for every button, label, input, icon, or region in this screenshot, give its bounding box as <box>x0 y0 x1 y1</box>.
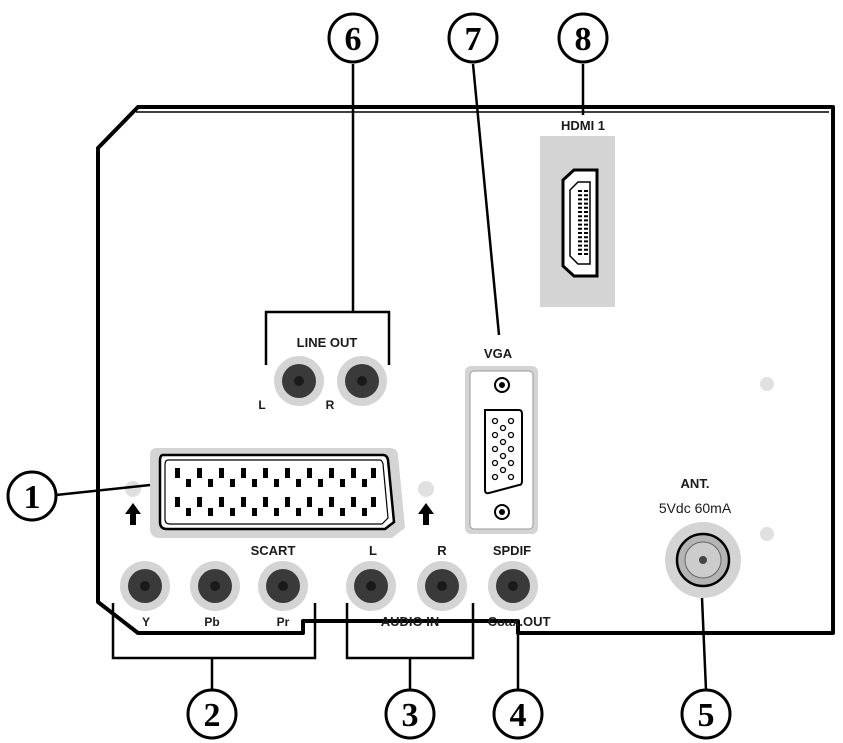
scart-label: SCART <box>251 543 296 558</box>
scart-port <box>150 448 405 538</box>
line-out-r-label: R <box>326 398 335 412</box>
callout-7-number: 7 <box>465 21 482 58</box>
vga-label: VGA <box>484 346 513 361</box>
audio-in-l-label: L <box>369 543 377 558</box>
line-out-right-jack <box>337 356 387 406</box>
callout-8 <box>557 12 609 64</box>
callout-4-number: 4 <box>510 697 527 734</box>
arrow-up-icon <box>418 503 434 525</box>
vga-port <box>465 366 538 534</box>
line-out-l-label: L <box>258 398 265 412</box>
line-out-label: LINE OUT <box>297 335 358 350</box>
callout-1 <box>6 470 58 522</box>
component-pr-jack <box>258 561 308 611</box>
callout-6-number: 6 <box>345 21 362 58</box>
spdif-sub-label: Coax.OUT <box>488 614 551 629</box>
callout-1-number: 1 <box>24 479 41 516</box>
callout-5 <box>680 688 732 740</box>
hdmi-port <box>561 168 599 278</box>
antenna-label: ANT. <box>681 476 710 491</box>
arrow-up-icon <box>125 503 141 525</box>
antenna-port <box>665 522 741 598</box>
hdmi-label: HDMI 1 <box>561 118 605 133</box>
antenna-spec-label: 5Vdc 60mA <box>659 500 732 516</box>
screw-hole-right <box>418 481 434 497</box>
callout-3 <box>384 688 436 740</box>
callout-4 <box>492 688 544 740</box>
callout-2 <box>186 688 238 740</box>
screw-hole-left <box>125 481 141 497</box>
spdif-label: SPDIF <box>493 543 531 558</box>
callout-8-number: 8 <box>575 21 592 58</box>
component-pr-label: Pr <box>277 615 290 629</box>
audio-in-right-jack <box>417 561 467 611</box>
component-y-jack <box>120 561 170 611</box>
line-out-left-jack <box>274 356 324 406</box>
callout-6 <box>327 12 379 64</box>
indicator-dot <box>760 377 774 391</box>
indicator-dot <box>760 527 774 541</box>
callout-2-number: 2 <box>204 697 221 734</box>
spdif-coax-jack <box>488 561 538 611</box>
callout-3-number: 3 <box>402 697 419 734</box>
callout-5-number: 5 <box>698 697 715 734</box>
callout-7 <box>447 12 499 64</box>
component-pb-label: Pb <box>204 615 219 629</box>
audio-in-r-label: R <box>437 543 447 558</box>
component-y-label: Y <box>142 615 150 629</box>
component-pb-jack <box>190 561 240 611</box>
audio-in-left-jack <box>346 561 396 611</box>
audio-in-label: AUDIO IN <box>381 614 440 629</box>
